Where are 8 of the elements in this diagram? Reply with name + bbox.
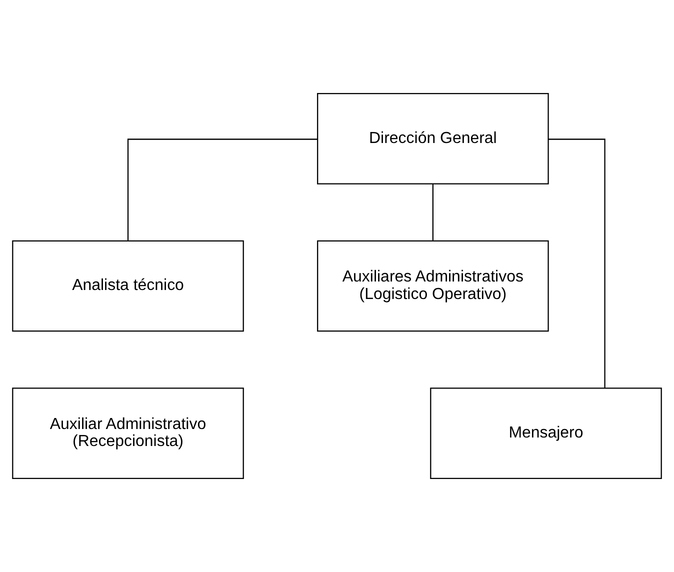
node-box: Mensajero xyxy=(430,388,662,479)
connector xyxy=(548,138,606,388)
node-box: Auxiliares Administrativos (Logistico Operativo) xyxy=(317,240,549,332)
node-box: Auxiliar Administrativo (Recepcionista) xyxy=(12,388,244,479)
node-box: Analista técnico xyxy=(12,240,244,332)
connector xyxy=(432,184,434,240)
node-box: Dirección General xyxy=(317,93,549,184)
connector xyxy=(127,138,318,241)
